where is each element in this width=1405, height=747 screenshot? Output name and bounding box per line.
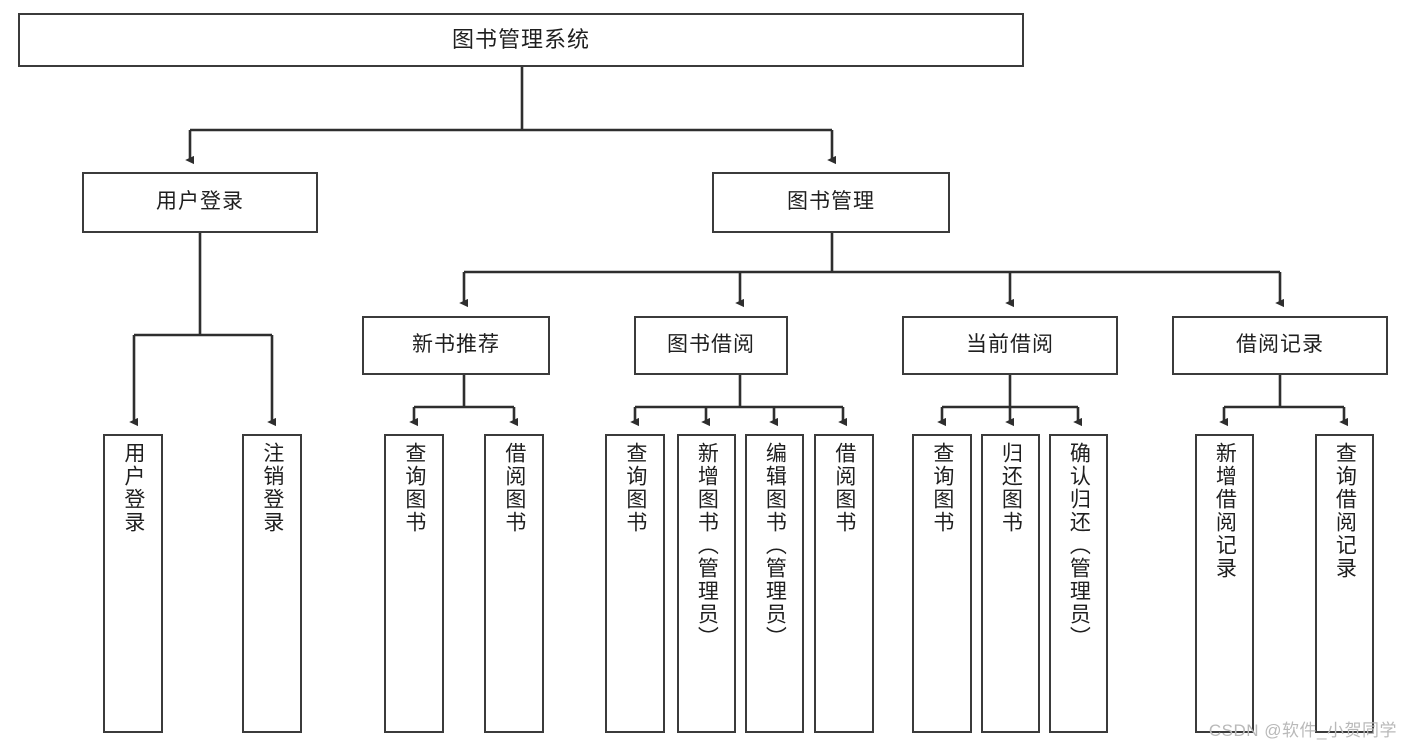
csdn-watermark: CSDN @软件_小贺同学 xyxy=(1208,721,1397,740)
leaf-cb-confirm-return-admin[interactable]: 确认归还（管理员） xyxy=(1049,434,1108,733)
node-book-management[interactable]: 图书管理 xyxy=(712,172,950,233)
node-label: 图书借阅 xyxy=(667,333,755,357)
leaf-br-add-record[interactable]: 新增借阅记录 xyxy=(1195,434,1254,733)
leaf-bb-query-book[interactable]: 查询图书 xyxy=(605,434,665,733)
node-label: 查询图书 xyxy=(402,442,426,534)
leaf-cb-return-book[interactable]: 归还图书 xyxy=(981,434,1040,733)
node-label: 新增图书（管理员） xyxy=(695,442,719,649)
leaf-nbr-query-book[interactable]: 查询图书 xyxy=(384,434,444,733)
node-label: 当前借阅 xyxy=(966,333,1054,357)
node-label: 新增借阅记录 xyxy=(1213,442,1237,580)
node-label: 查询借阅记录 xyxy=(1333,442,1357,580)
node-label: 编辑图书（管理员） xyxy=(763,442,787,649)
node-label: 归还图书 xyxy=(999,442,1023,534)
node-borrow-record[interactable]: 借阅记录 xyxy=(1172,316,1388,375)
node-book-borrow[interactable]: 图书借阅 xyxy=(634,316,788,375)
node-label: 查询图书 xyxy=(930,442,954,534)
node-label: 注销登录 xyxy=(260,442,284,534)
node-label: 新书推荐 xyxy=(412,333,500,357)
node-new-book-recommend[interactable]: 新书推荐 xyxy=(362,316,550,375)
node-label: 用户登录 xyxy=(121,442,145,534)
leaf-user-login-login[interactable]: 用户登录 xyxy=(103,434,163,733)
leaf-bb-edit-book-admin[interactable]: 编辑图书（管理员） xyxy=(745,434,804,733)
leaf-bb-borrow-book[interactable]: 借阅图书 xyxy=(814,434,874,733)
node-current-borrow[interactable]: 当前借阅 xyxy=(902,316,1118,375)
leaf-user-login-logout[interactable]: 注销登录 xyxy=(242,434,302,733)
leaf-nbr-borrow-book[interactable]: 借阅图书 xyxy=(484,434,544,733)
node-label: 借阅图书 xyxy=(502,442,526,534)
node-label: 借阅记录 xyxy=(1236,333,1324,357)
leaf-bb-add-book-admin[interactable]: 新增图书（管理员） xyxy=(677,434,736,733)
leaf-cb-query-book[interactable]: 查询图书 xyxy=(912,434,972,733)
node-label: 图书管理 xyxy=(787,190,875,214)
node-label: 查询图书 xyxy=(623,442,647,534)
node-label: 用户登录 xyxy=(156,190,244,214)
node-label: 借阅图书 xyxy=(832,442,856,534)
node-label: 图书管理系统 xyxy=(451,27,590,53)
leaf-br-query-record[interactable]: 查询借阅记录 xyxy=(1315,434,1374,733)
node-user-login[interactable]: 用户登录 xyxy=(82,172,318,233)
node-label: 确认归还（管理员） xyxy=(1067,442,1091,649)
node-root-system[interactable]: 图书管理系统 xyxy=(18,13,1024,67)
